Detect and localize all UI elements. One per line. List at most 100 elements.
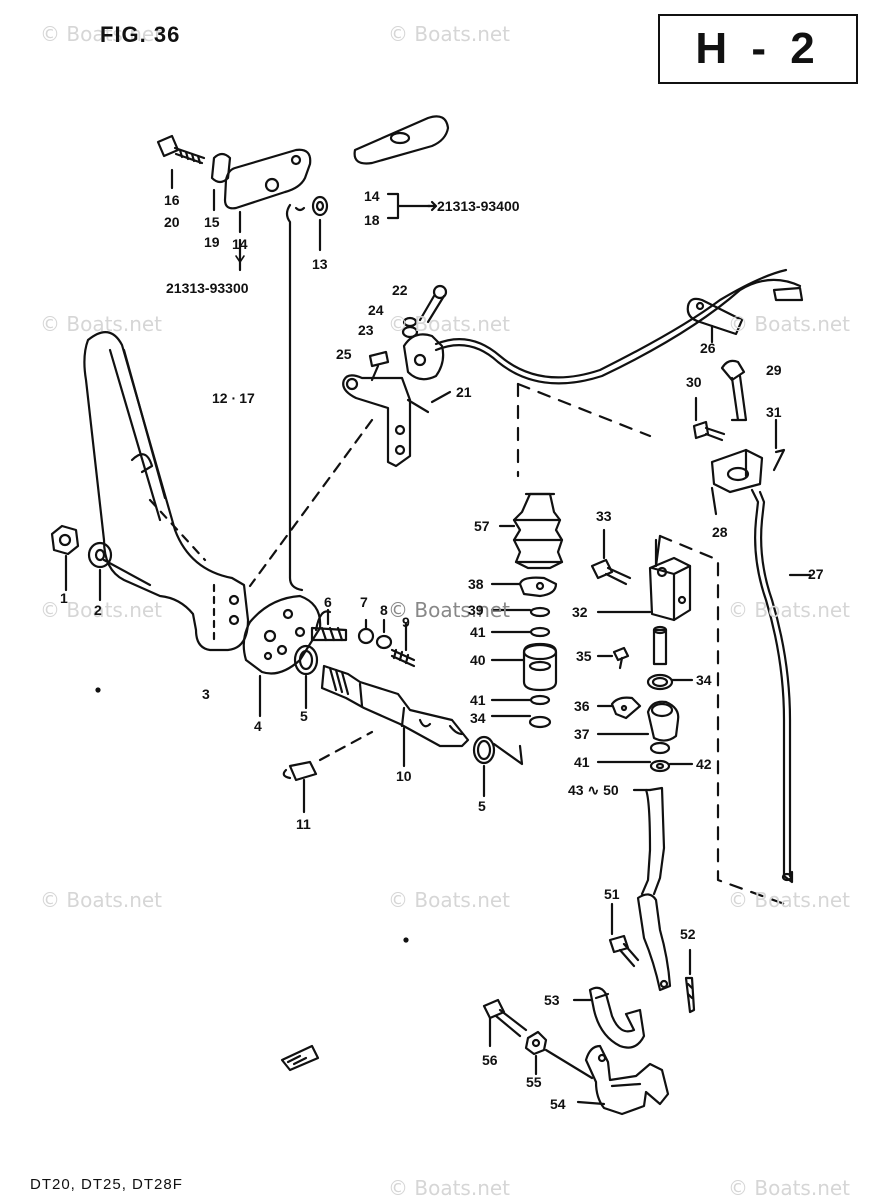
callout-10: 10 (396, 768, 412, 784)
clamp-32 (648, 534, 692, 622)
shift-rod-43-50 (632, 786, 666, 896)
shift-rod-27 (750, 488, 794, 884)
shift-plate (242, 594, 322, 675)
washer-2 (87, 541, 113, 569)
callout-23: 23 (358, 322, 374, 338)
pin-31 (772, 448, 786, 472)
callout-41: 41 (574, 754, 590, 770)
nut-55 (524, 1030, 548, 1056)
callout-43-50: 43 ∿ 50 (568, 782, 619, 798)
callout-12-17: 12 ∙ 17 (212, 390, 255, 406)
callout-30: 30 (686, 374, 702, 390)
o-ring-5b (472, 735, 496, 765)
sleeve (652, 625, 668, 666)
callout-14: 14 (232, 236, 248, 252)
callout-35: 35 (576, 648, 592, 664)
bolt-29 (720, 359, 748, 422)
clip-26 (686, 297, 744, 336)
screw-11 (282, 760, 318, 782)
page-code: H - 2 (695, 24, 821, 73)
callout-5: 5 (478, 798, 486, 814)
callout-19: 19 (204, 234, 220, 250)
figure-title: FIG. 36 (100, 22, 181, 47)
bracket-line (386, 192, 432, 220)
callout-39: 39 (468, 602, 484, 618)
callout-24: 24 (368, 302, 384, 318)
o-ring-41b (529, 694, 551, 706)
o-ring-34b (528, 715, 552, 729)
bolt-16 (156, 134, 206, 165)
callout-38: 38 (468, 576, 484, 592)
callout-5: 5 (300, 708, 308, 724)
rod-block-28 (710, 448, 764, 494)
callout-22: 22 (392, 282, 408, 298)
clip-36 (610, 696, 642, 720)
callout-26: 26 (700, 340, 716, 356)
shift-lever-bracket (83, 331, 250, 652)
bracket-21 (342, 374, 412, 468)
bolt-25 (368, 350, 390, 382)
shift-fork-54 (584, 1044, 670, 1116)
o-ring-5 (293, 644, 319, 676)
spring-9 (390, 648, 416, 668)
callout-14: 14 (364, 188, 380, 204)
shift-rod (285, 203, 306, 592)
callout-52: 52 (680, 926, 696, 942)
callout-33: 33 (596, 508, 612, 524)
callout-4: 4 (254, 718, 262, 734)
callout-53: 53 (544, 992, 560, 1008)
washer-23 (401, 325, 419, 339)
shift-fork-53 (588, 986, 646, 1049)
bolt-30 (692, 420, 726, 442)
part-ref-upper: 21313-93400 (437, 198, 520, 214)
clip-24 (402, 316, 418, 328)
plate-38 (518, 576, 558, 598)
shift-lever-51 (636, 893, 672, 992)
pin-52 (684, 976, 696, 1014)
callout-32: 32 (572, 604, 588, 620)
callout-16: 16 (164, 192, 180, 208)
page-code-box: H - 2 (658, 14, 858, 84)
callout-25: 25 (336, 346, 352, 362)
callout-9: 9 (402, 614, 410, 630)
pivot-22 (418, 284, 448, 324)
o-ring-34 (646, 673, 674, 691)
gasket-15 (210, 152, 232, 184)
collar-40 (522, 642, 558, 692)
callout-42: 42 (696, 756, 712, 772)
callout-37: 37 (574, 726, 590, 742)
callout-1: 1 (60, 590, 68, 606)
callout-2: 2 (94, 602, 102, 618)
rubber-boot-57 (512, 492, 564, 570)
callout-6: 6 (324, 594, 332, 610)
collar-37 (646, 700, 680, 742)
callout-51: 51 (604, 886, 620, 902)
callout-34: 34 (470, 710, 486, 726)
callout-36: 36 (574, 698, 590, 714)
part-ref-lower: 21313-93300 (166, 280, 249, 296)
nut-1 (50, 524, 80, 556)
callout-7: 7 (360, 594, 368, 610)
callout-56: 56 (482, 1052, 498, 1068)
callout-31: 31 (766, 404, 782, 420)
callout-41: 41 (470, 624, 486, 640)
ball-7 (357, 627, 375, 645)
washer-13 (311, 195, 329, 217)
callout-11: 11 (296, 816, 311, 832)
o-ring-41 (529, 626, 551, 638)
callout-3: 3 (202, 686, 210, 702)
cable-link (402, 268, 804, 385)
callout-41: 41 (470, 692, 486, 708)
cover-plate-upper (353, 115, 450, 165)
washer-42 (649, 759, 671, 773)
o-ring-41c (649, 741, 671, 755)
callout-55: 55 (526, 1074, 542, 1090)
callout-13: 13 (312, 256, 328, 272)
callout-20: 20 (164, 214, 180, 230)
cover-plate-lower (223, 148, 312, 210)
callout-21: 21 (456, 384, 472, 400)
detent-8 (375, 634, 393, 650)
callout-40: 40 (470, 652, 486, 668)
stamp-mark (280, 1044, 320, 1072)
